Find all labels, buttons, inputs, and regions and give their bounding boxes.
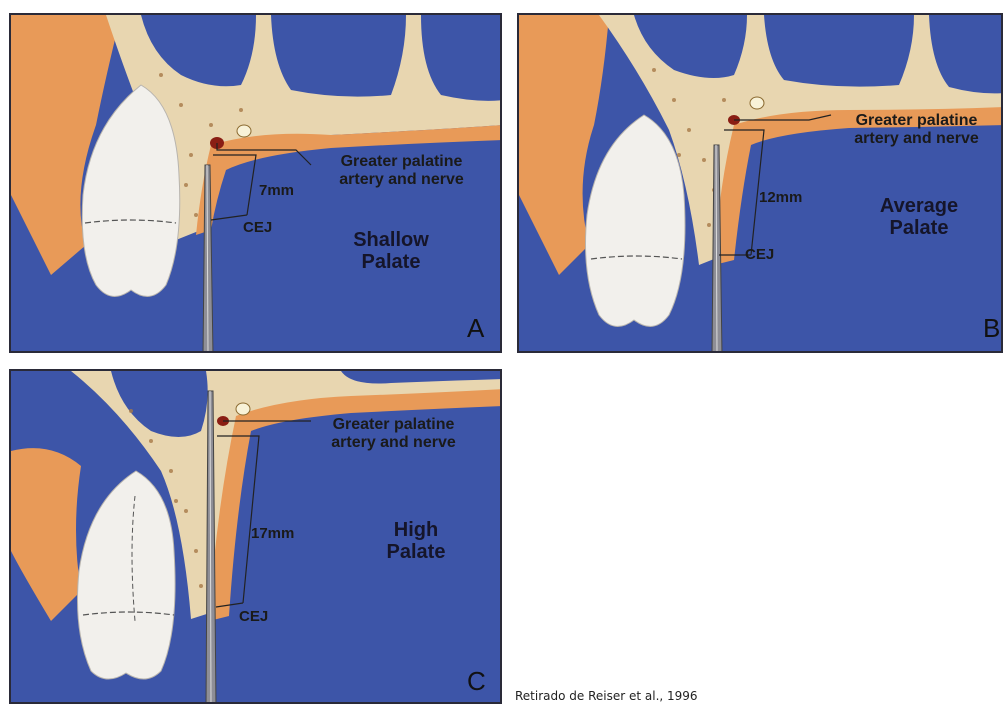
cej-label: CEJ — [243, 220, 272, 237]
cej-label: CEJ — [239, 609, 268, 626]
nerve-label-line1: Greater palatine — [301, 416, 486, 434]
average-palate-illustration — [519, 15, 1003, 353]
panel-letter: C — [467, 666, 486, 697]
palate-label-line1: High — [351, 519, 481, 541]
panel-average-palate: Greater palatine artery and nerve 12mm C… — [517, 13, 1003, 353]
palate-label-line2: Palate — [351, 541, 481, 563]
panel-shallow-palate: Greater palatine artery and nerve 7mm CE… — [9, 13, 502, 353]
panel-letter: A — [467, 313, 484, 344]
nerve-label: Greater palatine artery and nerve — [301, 416, 486, 451]
palate-label-line1: Average — [854, 195, 984, 217]
distance-label: 7mm — [259, 183, 294, 200]
distance-label: 12mm — [759, 190, 802, 207]
palate-label: High Palate — [351, 519, 481, 563]
nerve-label-line1: Greater palatine — [824, 112, 1003, 130]
source-credit: Retirado de Reiser et al., 1996 — [515, 689, 698, 703]
distance-label: 17mm — [251, 526, 294, 543]
palate-label: Shallow Palate — [326, 229, 456, 273]
nerve-label-line2: artery and nerve — [301, 434, 486, 452]
nerve-label-line2: artery and nerve — [824, 130, 1003, 148]
palate-label: Average Palate — [854, 195, 984, 239]
palate-label-line2: Palate — [854, 217, 984, 239]
panel-letter: B — [983, 313, 1000, 344]
palate-label-line2: Palate — [326, 251, 456, 273]
cej-label: CEJ — [745, 247, 774, 264]
nerve-label-line2: artery and nerve — [309, 171, 494, 189]
nerve-label: Greater palatine artery and nerve — [824, 112, 1003, 147]
nerve-label: Greater palatine artery and nerve — [309, 153, 494, 188]
nerve-label-line1: Greater palatine — [309, 153, 494, 171]
palate-label-line1: Shallow — [326, 229, 456, 251]
panel-high-palate: Greater palatine artery and nerve 17mm C… — [9, 369, 502, 704]
